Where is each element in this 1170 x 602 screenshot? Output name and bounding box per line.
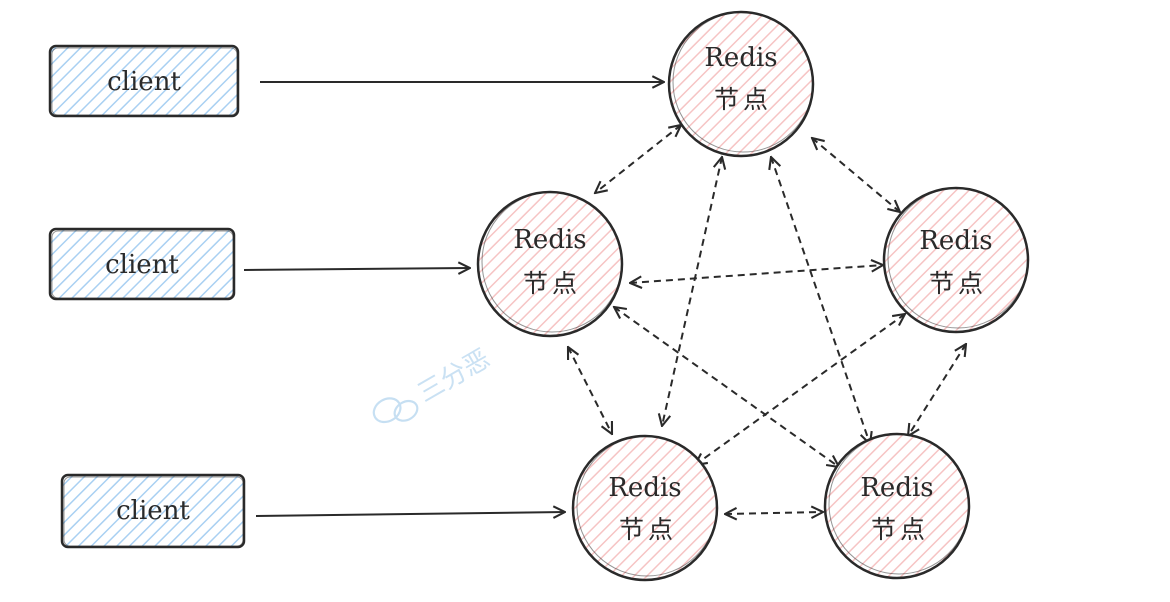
client-label: client: [116, 496, 190, 526]
node-link-left-bottomleft: [568, 347, 612, 434]
client-box-1: client: [48, 44, 240, 118]
node-name: Redis: [860, 473, 933, 503]
redis-node-right: Redis 节点: [882, 186, 1030, 334]
client-link-3: [255, 512, 565, 516]
node-name: Redis: [704, 43, 777, 73]
node-name: Redis: [513, 225, 586, 255]
watermark: 三分恶: [372, 344, 496, 424]
node-sub: 节点: [929, 269, 987, 298]
node-name: Redis: [608, 473, 681, 503]
client-box-2: client: [48, 227, 236, 301]
redis-node-bottom-right: Redis 节点: [823, 432, 971, 580]
node-link-top-bottomleft: [662, 157, 722, 426]
node-link-right-bottomright: [908, 344, 966, 436]
node-sub: 节点: [714, 85, 772, 114]
node-link-top-left: [595, 125, 681, 193]
node-links: [568, 125, 966, 514]
client-label: client: [105, 250, 179, 280]
redis-node-top: Redis 节点: [667, 10, 815, 158]
client-link-2: [243, 268, 470, 270]
node-link-top-bottomright: [771, 157, 870, 444]
client-label: client: [107, 67, 181, 97]
node-name: Redis: [919, 226, 992, 256]
node-sub: 节点: [871, 515, 929, 544]
wechat-icon: [372, 397, 419, 424]
node-link-left-right: [630, 265, 883, 283]
client-box-3: client: [60, 473, 246, 549]
client-links: [243, 82, 664, 516]
node-sub: 节点: [523, 269, 581, 298]
redis-node-bottom-left: Redis 节点: [571, 434, 719, 582]
watermark-text: 三分恶: [413, 344, 496, 409]
node-sub: 节点: [619, 515, 677, 544]
redis-node-left: Redis 节点: [476, 190, 624, 338]
node-link-top-right: [812, 138, 900, 212]
node-link-bottomleft-bottomright: [725, 512, 823, 514]
